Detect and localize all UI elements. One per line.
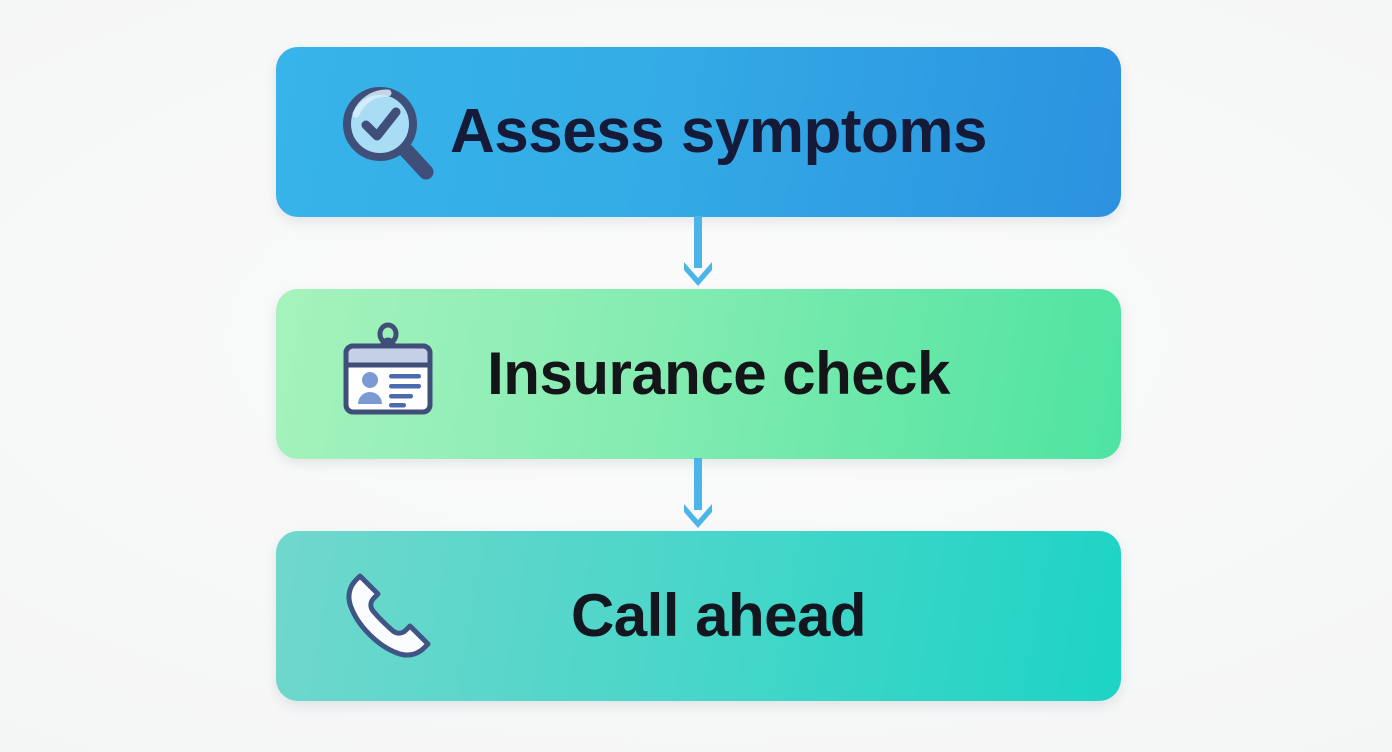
phone-handset-icon — [336, 564, 440, 668]
flow-node-label: Call ahead — [570, 582, 867, 649]
connector-arrow-1 — [678, 216, 718, 290]
id-badge-icon — [336, 322, 440, 426]
flow-node-label: Insurance check — [487, 340, 950, 407]
flow-node-assess-symptoms[interactable]: Assess symptoms — [276, 47, 1121, 217]
connector-arrow-2 — [678, 458, 718, 532]
flow-node-insurance-check[interactable]: Insurance check — [276, 289, 1121, 459]
flow-node-call-ahead[interactable]: Call ahead — [276, 531, 1121, 701]
flow-node-label: Assess symptoms — [450, 97, 988, 166]
magnifier-check-icon — [336, 80, 440, 184]
